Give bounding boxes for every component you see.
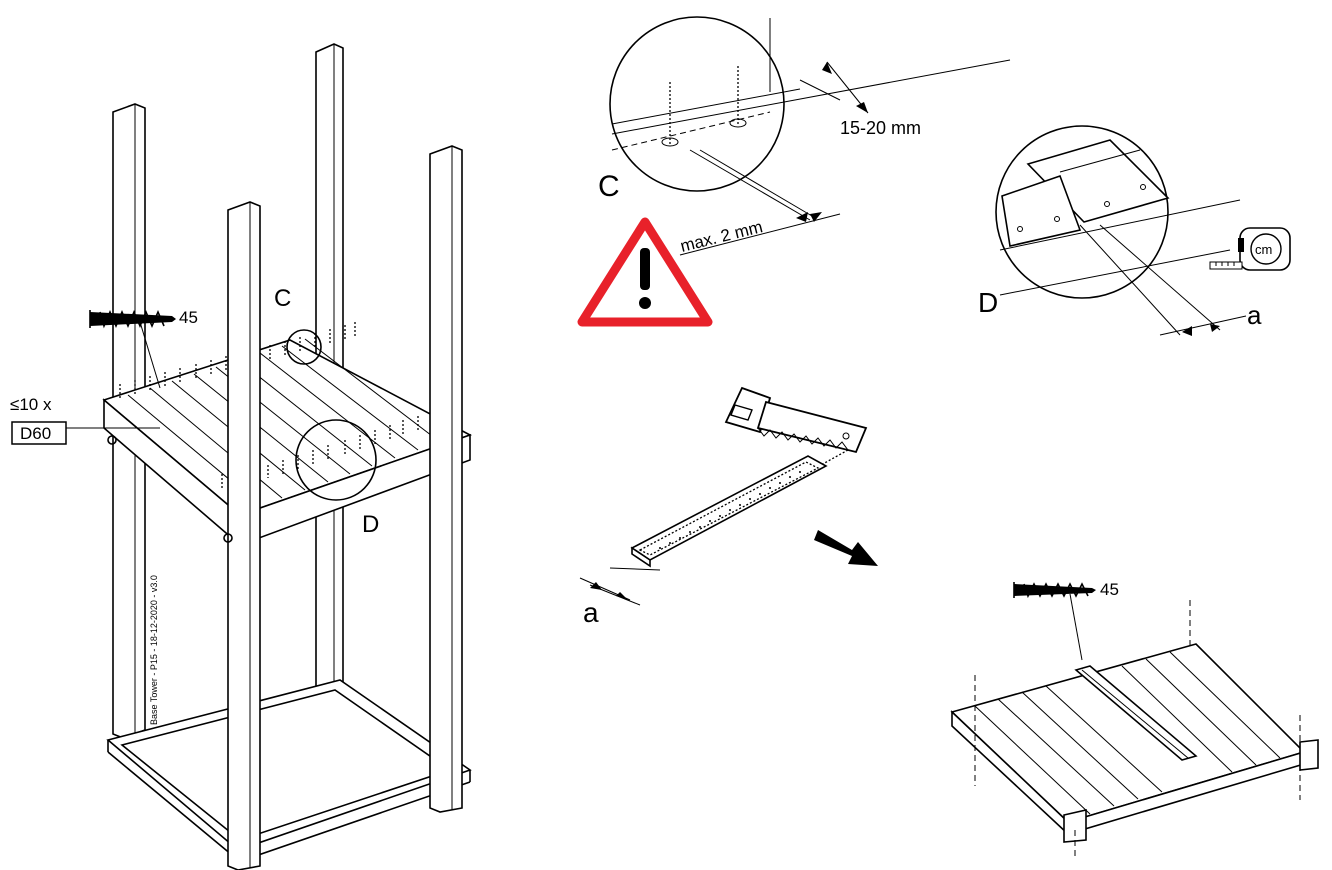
board-texture (659, 471, 801, 549)
screw-icon (1013, 582, 1096, 661)
detail-d-offset: a (1247, 300, 1262, 330)
tape-measure-icon: cm (1209, 227, 1291, 271)
tower-assembly-view: 45 ≤10 x D60 C D Base Tower - P15 - 18-1… (10, 43, 473, 870)
detail-d-callout-circle (295, 419, 377, 501)
detail-c-edge-distance: 15-20 mm (840, 118, 921, 138)
tape-measure-unit: cm (1255, 242, 1272, 257)
main-detail-d-label: D (362, 511, 379, 538)
detail-c-label: C (598, 170, 620, 203)
main-screw-length: 45 (179, 308, 198, 327)
saw-icon (724, 386, 868, 454)
result-deck-boards (974, 651, 1281, 815)
detail-c-gap: max. 2 mm (678, 217, 764, 256)
result-screw-length: 45 (1100, 580, 1119, 599)
detail-d-label: D (978, 287, 998, 318)
cut-offset: a (583, 597, 599, 628)
detail-c-view: C 15-20 mm max. 2 mm (577, 16, 1011, 327)
main-detail-c-label: C (274, 285, 291, 312)
warning-icon (577, 217, 713, 327)
deck-screw-markers (119, 322, 419, 488)
detail-c-callout-circle (286, 329, 322, 365)
part-code-box (11, 421, 67, 445)
footer-reference: Base Tower - P15 - 18-12-2020 - v3.0 (149, 575, 159, 725)
main-quantity: ≤10 x (10, 395, 52, 414)
cut-step-view: a (579, 386, 878, 628)
detail-d-view: D a cm (978, 125, 1291, 336)
result-view: 45 (950, 580, 1319, 860)
part-code: D60 (20, 424, 51, 443)
arrow-icon (814, 530, 878, 566)
screw-icon (89, 309, 176, 389)
